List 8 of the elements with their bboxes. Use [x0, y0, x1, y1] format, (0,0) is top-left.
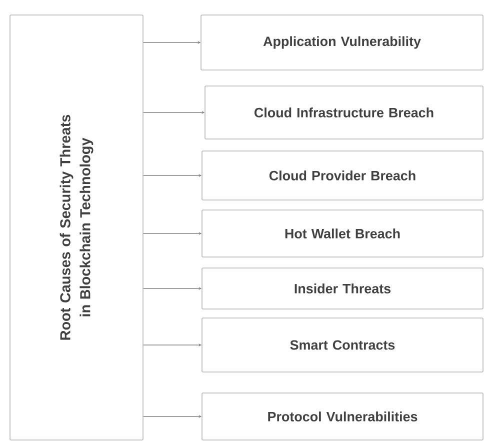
cause-box: Cloud Provider Breach — [202, 150, 484, 200]
cause-box: Smart Contracts — [202, 318, 484, 372]
cause-box: Cloud Infrastructure Breach — [204, 86, 484, 140]
cause-box: Hot Wallet Breach — [202, 210, 484, 258]
cause-box: Application Vulnerability — [200, 14, 484, 70]
cause-box: Protocol Vulnerabilities — [202, 392, 484, 440]
cause-box: Insider Threats — [202, 268, 484, 310]
root-box: Root Causes of Security Threats in Blockchain Technology — [10, 14, 144, 440]
